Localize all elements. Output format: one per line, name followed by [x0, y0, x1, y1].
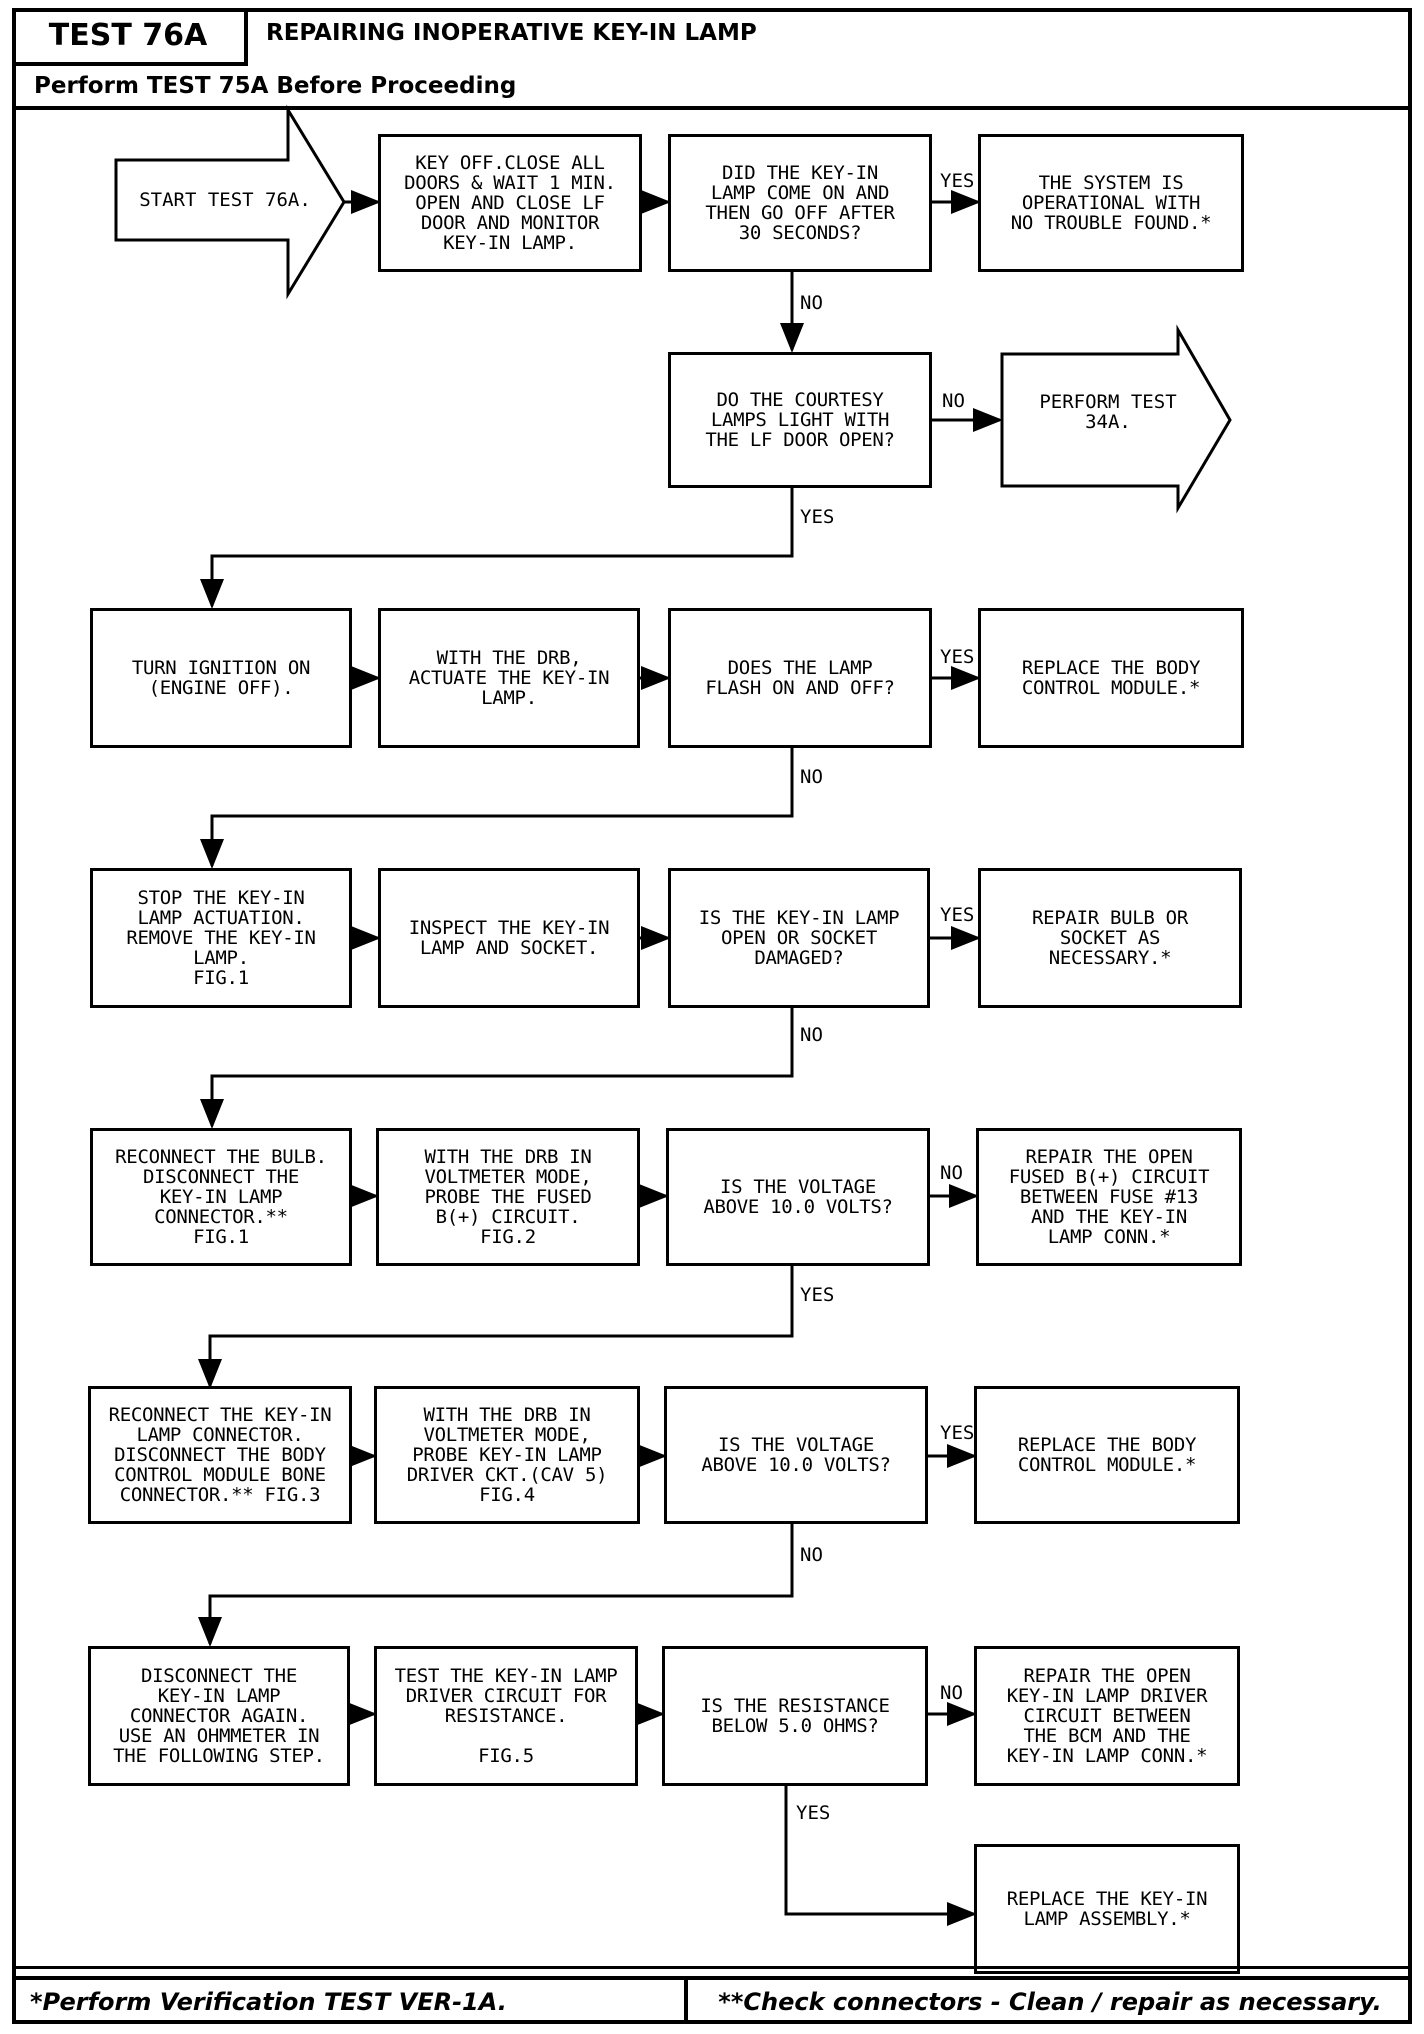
decision-resistance: IS THE RESISTANCE BELOW 5.0 OHMS? [662, 1646, 928, 1786]
result-repair-driver-circuit: REPAIR THE OPEN KEY-IN LAMP DRIVER CIRCU… [974, 1646, 1240, 1786]
decision-lamp-open: IS THE KEY-IN LAMP OPEN OR SOCKET DAMAGE… [668, 868, 930, 1008]
label-yes: YES [800, 506, 835, 528]
page-frame [12, 8, 1412, 2024]
label-yes: YES [800, 1284, 835, 1306]
label-no: NO [800, 1544, 823, 1566]
footer-divider [12, 1966, 1412, 1969]
step-inspect-socket: INSPECT THE KEY-IN LAMP AND SOCKET. [378, 868, 640, 1008]
prerequisite-note: Perform TEST 75A Before Proceeding [12, 66, 1412, 110]
perform-test-arrow-shape [1000, 324, 1232, 514]
step-reconnect-bulb: RECONNECT THE BULB. DISCONNECT THE KEY-I… [90, 1128, 352, 1266]
step-ignition-on: TURN IGNITION ON (ENGINE OFF). [90, 608, 352, 748]
label-no: NO [940, 1682, 963, 1704]
label-no: NO [800, 292, 823, 314]
label-no: NO [942, 390, 965, 412]
label-yes: YES [940, 1422, 975, 1444]
result-replace-bcm-1: REPLACE THE BODY CONTROL MODULE.* [978, 608, 1244, 748]
label-yes: YES [796, 1802, 831, 1824]
result-repair-fused-circuit: REPAIR THE OPEN FUSED B(+) CIRCUIT BETWE… [976, 1128, 1242, 1266]
test-id: TEST 76A [12, 8, 248, 66]
decision-key-in-lamp-cycle: DID THE KEY-IN LAMP COME ON AND THEN GO … [668, 134, 932, 272]
perform-test-34a: PERFORM TEST 34A. [1039, 391, 1177, 433]
test-title: REPAIRING INOPERATIVE KEY-IN LAMP [266, 20, 757, 46]
decision-voltage-2: IS THE VOLTAGE ABOVE 10.0 VOLTS? [664, 1386, 928, 1524]
start-label: START TEST 76A. [139, 189, 311, 211]
result-repair-bulb: REPAIR BULB OR SOCKET AS NECESSARY.* [978, 868, 1242, 1008]
step-test-resistance: TEST THE KEY-IN LAMP DRIVER CIRCUIT FOR … [374, 1646, 638, 1786]
step-disconnect-again: DISCONNECT THE KEY-IN LAMP CONNECTOR AGA… [88, 1646, 350, 1786]
label-no: NO [940, 1162, 963, 1184]
label-yes: YES [940, 646, 975, 668]
footnote-connectors: **Check connectors - Clean / repair as n… [684, 1976, 1412, 2024]
result-replace-bcm-2: REPLACE THE BODY CONTROL MODULE.* [974, 1386, 1240, 1524]
result-replace-lamp-assembly: REPLACE THE KEY-IN LAMP ASSEMBLY.* [974, 1844, 1240, 1974]
step-actuate-lamp: WITH THE DRB, ACTUATE THE KEY-IN LAMP. [378, 608, 640, 748]
start-arrow-shape [114, 104, 346, 300]
step-reconnect-key-in: RECONNECT THE KEY-IN LAMP CONNECTOR. DIS… [88, 1386, 352, 1524]
label-no: NO [800, 1024, 823, 1046]
label-yes: YES [940, 170, 975, 192]
label-yes: YES [940, 904, 975, 926]
step-probe-fused-b: WITH THE DRB IN VOLTMETER MODE, PROBE TH… [376, 1128, 640, 1266]
decision-courtesy-lamps: DO THE COURTESY LAMPS LIGHT WITH THE LF … [668, 352, 932, 488]
label-no: NO [800, 766, 823, 788]
step-probe-driver: WITH THE DRB IN VOLTMETER MODE, PROBE KE… [374, 1386, 640, 1524]
step-stop-actuation: STOP THE KEY-IN LAMP ACTUATION. REMOVE T… [90, 868, 352, 1008]
footnote-verification: *Perform Verification TEST VER-1A. [12, 1976, 684, 2024]
result-no-trouble: THE SYSTEM IS OPERATIONAL WITH NO TROUBL… [978, 134, 1244, 272]
step-key-off: KEY OFF.CLOSE ALL DOORS & WAIT 1 MIN. OP… [378, 134, 642, 272]
decision-lamp-flash: DOES THE LAMP FLASH ON AND OFF? [668, 608, 932, 748]
decision-voltage-1: IS THE VOLTAGE ABOVE 10.0 VOLTS? [666, 1128, 930, 1266]
